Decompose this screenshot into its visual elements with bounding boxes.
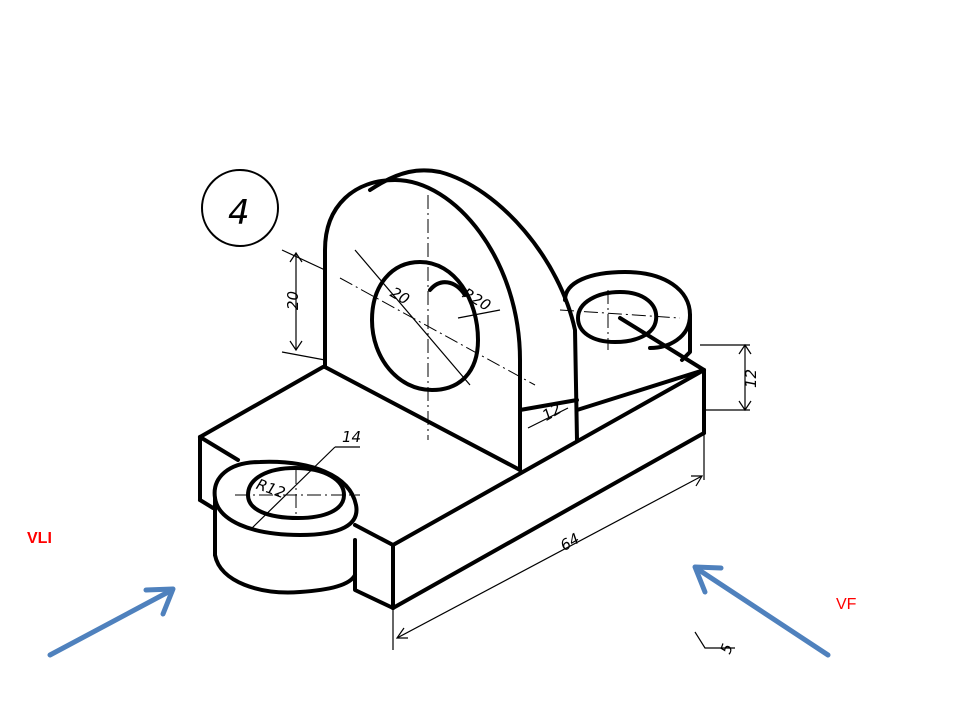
- base-front-top-edge: [391, 368, 706, 547]
- view-arrows: [47, 564, 831, 658]
- dim-boss-radius: R12: [254, 475, 288, 502]
- base-front-step: [353, 523, 395, 547]
- base-left-face-top: [198, 498, 215, 510]
- left-view-arrow: [47, 586, 176, 658]
- left-boss-top: [212, 459, 359, 537]
- base-front-bottom-left: [353, 538, 395, 610]
- base-top-left-edge: [198, 365, 325, 439]
- arch-front-face: [323, 178, 522, 472]
- arch-back-curve: [368, 168, 579, 442]
- right-boss-side: [680, 313, 692, 362]
- arch-top-edge: [323, 365, 522, 472]
- part-outline: [198, 168, 706, 610]
- dim-partial: 5: [717, 641, 737, 656]
- base-left-step: [198, 435, 240, 462]
- dimension-lines: [249, 249, 752, 650]
- dim-hole-diameter: 20: [387, 283, 413, 308]
- dimension-texts: 20 20 R20 12 12 64 14 R12 5: [254, 283, 760, 656]
- base-front-bottom-edge: [391, 431, 706, 610]
- left-boss-bottom: [213, 553, 357, 595]
- right-boss-top: [563, 270, 692, 350]
- front-view-label: VF: [836, 596, 857, 613]
- right-boss-hole: [576, 290, 659, 344]
- arch-front-vertical: [518, 398, 579, 472]
- left-view-label: VLI: [27, 530, 52, 547]
- dim-boss-hole: 14: [342, 428, 361, 446]
- arch-hole: [370, 260, 480, 392]
- arch-hole-inner: [428, 280, 467, 297]
- part-number-circle: [201, 169, 279, 247]
- dim-arch-height: 20: [284, 291, 302, 310]
- part-number: 4: [228, 193, 250, 233]
- front-view-arrow: [692, 564, 831, 658]
- dim-base-height: 12: [742, 369, 760, 388]
- center-lines: [235, 195, 681, 520]
